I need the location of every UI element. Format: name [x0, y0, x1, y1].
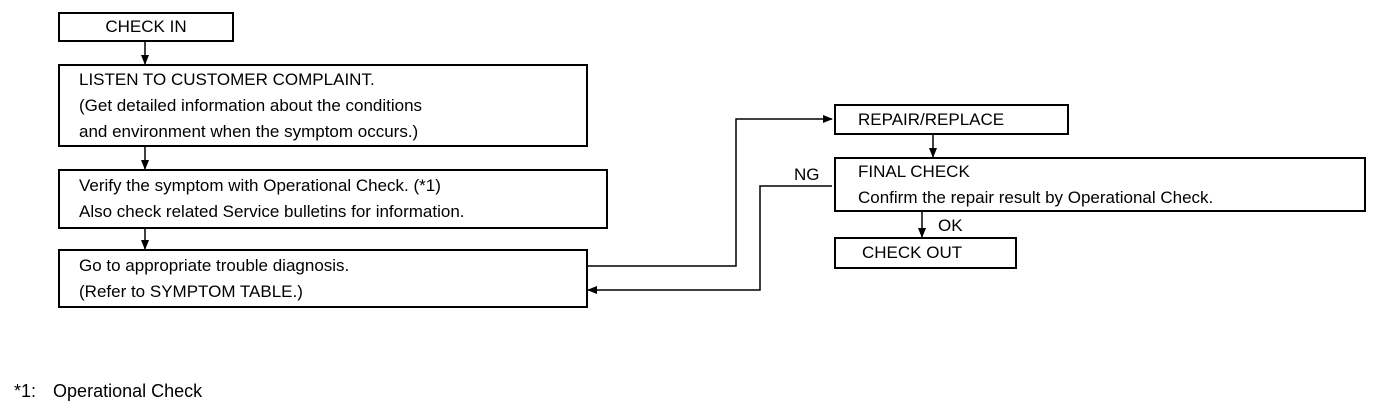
listen-title: LISTEN TO CUSTOMER COMPLAINT. [79, 70, 375, 89]
diagnosis-line1: Go to appropriate trouble diagnosis. [79, 256, 350, 275]
final-check-line2: Confirm the repair result by Operational… [858, 188, 1214, 207]
listen-complaint-box: LISTEN TO CUSTOMER COMPLAINT. (Get detai… [58, 64, 588, 147]
check-out-label: CHECK OUT [862, 243, 963, 262]
trouble-diagnosis-box: Go to appropriate trouble diagnosis. (Re… [58, 249, 588, 308]
check-in-box: CHECK IN [58, 12, 234, 42]
verify-line1: Verify the symptom with Operational Chec… [79, 176, 441, 195]
arrow-ng-to-diagnosis [587, 185, 832, 294]
final-check-title: FINAL CHECK [858, 162, 970, 181]
repair-replace-box: REPAIR/REPLACE [834, 104, 1069, 135]
verify-line2: Also check related Service bulletins for… [79, 202, 465, 221]
footnote: *1: Operational Check [14, 380, 202, 402]
ok-label: OK [938, 216, 963, 235]
footnote-text: Operational Check [53, 381, 203, 401]
check-out-box: CHECK OUT [834, 237, 1017, 269]
final-check-box: FINAL CHECK Confirm the repair result by… [834, 157, 1366, 212]
ng-label: NG [794, 165, 820, 184]
arrow-diagnosis-to-repair [586, 115, 833, 267]
diagnosis-line2: (Refer to SYMPTOM TABLE.) [79, 282, 303, 301]
check-in-label: CHECK IN [105, 17, 187, 36]
verify-symptom-box: Verify the symptom with Operational Chec… [58, 169, 608, 229]
listen-line3: and environment when the symptom occurs.… [79, 122, 419, 141]
repair-replace-label: REPAIR/REPLACE [858, 110, 1005, 129]
footnote-marker: *1: [14, 381, 37, 401]
listen-line2: (Get detailed information about the cond… [79, 96, 423, 115]
